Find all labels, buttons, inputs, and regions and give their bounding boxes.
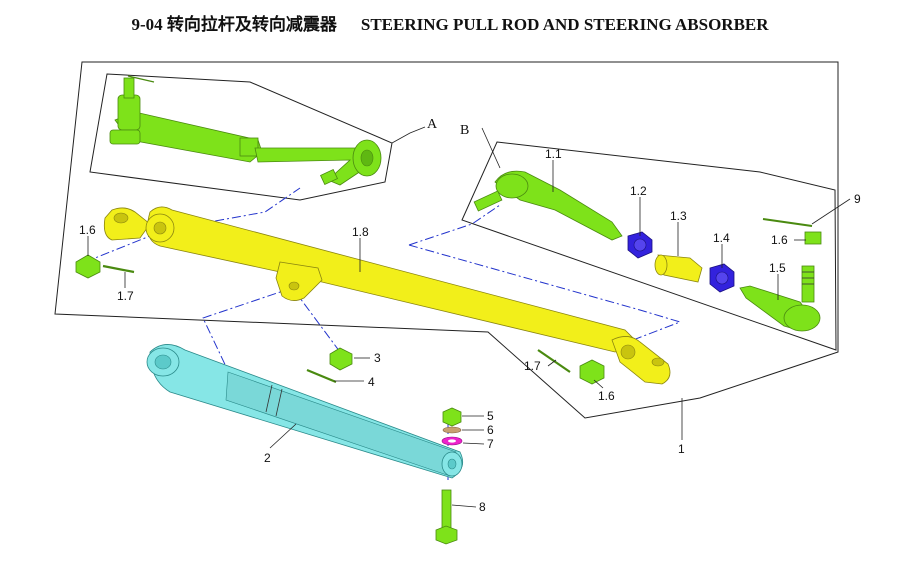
callout-1-7-left: 1.7: [117, 289, 134, 303]
adjusting-sleeve-1-3: [654, 254, 703, 283]
washer-6: [442, 426, 462, 434]
leader-a: [391, 126, 426, 144]
callout-1-3: 1.3: [670, 209, 687, 223]
castle-nut-1-6-left: [75, 254, 101, 279]
castle-nut-3: [329, 347, 353, 371]
castle-nut-1-6-b: [804, 231, 822, 245]
callout-1-6-left: 1.6: [79, 223, 96, 237]
callout-1-6-right: 1.6: [598, 389, 615, 403]
callout-6: 6: [487, 423, 494, 437]
leader-b: [481, 127, 501, 169]
axis-line-left: [84, 231, 161, 263]
callout-9: 9: [854, 192, 861, 206]
callout-4: 4: [368, 375, 375, 389]
assembled-tie-rod-a: [109, 75, 382, 186]
lock-nut-1-4: [709, 263, 735, 293]
callout-3: 3: [374, 351, 381, 365]
leader-7: [462, 442, 485, 445]
callout-2: 2: [264, 451, 271, 465]
castle-nut-1-6-right: [579, 359, 605, 385]
nut-5: [442, 407, 462, 427]
subassembly-a-frame: [89, 73, 393, 201]
callout-1: 1: [678, 442, 685, 456]
leader-1-6-right: [593, 379, 604, 389]
cotter-pin-4: [306, 368, 337, 384]
assembly-1-frame: [54, 61, 839, 419]
drag-link: [103, 206, 671, 385]
axis-line-absorber: [202, 287, 293, 376]
cotter-pin-1-7-left: [102, 264, 135, 274]
cotter-pin-9: [762, 218, 813, 227]
title-chinese: 转向拉杆及转向减震器: [166, 15, 337, 34]
bolt-8: [435, 489, 458, 545]
axis-line-pin: [293, 289, 341, 353]
callout-1-5: 1.5: [769, 261, 786, 275]
leader-8: [451, 504, 477, 508]
tie-rod-end-1-1: [473, 170, 623, 241]
steering-absorber: [146, 344, 464, 479]
callout-7: 7: [487, 437, 494, 451]
lock-nut-1-2: [627, 231, 653, 259]
callout-1-1: 1.1: [545, 147, 562, 161]
callout-1-6-b: 1.6: [771, 233, 788, 247]
subassembly-b-frame: [461, 141, 837, 351]
tie-rod-end-1-5: [739, 265, 821, 332]
title-code: 9-04: [131, 15, 163, 34]
callout-1-4: 1.4: [713, 231, 730, 245]
label-a: A: [427, 117, 438, 132]
leader-1-7-right: [547, 359, 557, 367]
callout-1-2: 1.2: [630, 184, 647, 198]
callout-1-8: 1.8: [352, 225, 369, 239]
leader-9: [811, 198, 851, 225]
label-b: B: [460, 123, 469, 138]
page-title: 9-04 转向拉杆及转向减震器 STEERING PULL ROD AND STE…: [0, 10, 900, 35]
leader-2: [269, 423, 297, 449]
callout-5: 5: [487, 409, 494, 423]
callout-8: 8: [479, 500, 486, 514]
axis-line-long: [408, 244, 682, 346]
axis-line-b: [408, 204, 501, 246]
callout-1-7-right: 1.7: [524, 359, 541, 373]
washer-7: [441, 436, 463, 446]
title-english: STEERING PULL ROD AND STEERING ABSORBER: [360, 15, 769, 34]
